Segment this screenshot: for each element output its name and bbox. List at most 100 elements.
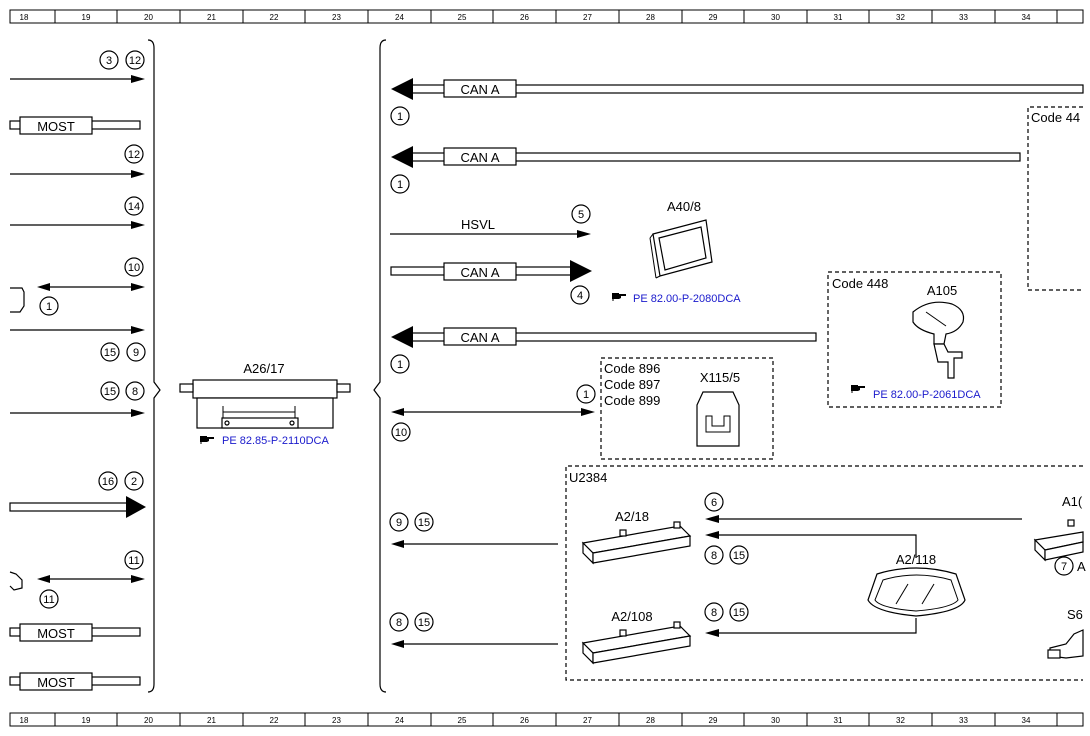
circle-marker	[98, 471, 118, 491]
ruler-label: 19	[82, 716, 91, 725]
circle-marker	[99, 50, 119, 70]
ruler-label: 34	[1022, 716, 1031, 725]
circle-marker	[576, 384, 596, 404]
reference-link[interactable]: PE 82.00-P-2061DCA	[873, 389, 981, 401]
selector-lever-icon	[912, 301, 965, 379]
arrow-head-icon	[37, 283, 50, 291]
component-label: A2/118	[896, 552, 936, 567]
control-unit-icon	[179, 379, 351, 429]
code-label: Code 448	[832, 276, 888, 291]
can-bus-box	[443, 262, 517, 281]
arrow-head-icon	[391, 540, 404, 548]
right-group-bracket	[373, 39, 387, 693]
component-label: X115/5	[700, 370, 740, 385]
ruler-label: 28	[646, 13, 655, 22]
ruler-label: 21	[207, 13, 216, 22]
ruler-label: 31	[834, 716, 843, 725]
arrow-head-icon	[705, 515, 719, 523]
most-bus-label: MOST	[37, 626, 75, 641]
circle-label: 8	[711, 607, 717, 619]
component-label: A2/108	[611, 609, 652, 624]
can-bus-box	[443, 147, 517, 166]
circle-marker	[126, 342, 146, 362]
circle-marker	[704, 545, 724, 565]
ruler-label: 23	[332, 716, 341, 725]
circle-marker	[414, 612, 434, 632]
can-bus-label: CAN A	[460, 82, 499, 97]
arrow-head-icon	[131, 575, 145, 583]
code-label: Code 44	[1031, 110, 1080, 125]
component-label: A40/8	[667, 199, 701, 214]
arrow-head-icon	[570, 260, 592, 282]
ruler-label: 21	[207, 716, 216, 725]
circle-label: 16	[102, 476, 114, 488]
circle-label: 9	[133, 347, 139, 359]
circle-marker	[390, 354, 410, 374]
circle-marker	[390, 106, 410, 126]
circle-marker	[390, 174, 410, 194]
circle-marker	[391, 422, 411, 442]
arrow-head-icon	[131, 221, 145, 229]
bus-line	[9, 502, 129, 512]
circle-label: 7	[1061, 561, 1067, 573]
unit-group-box	[565, 465, 1083, 681]
circle-marker	[704, 602, 724, 622]
circle-label: 11	[43, 594, 54, 606]
circle-label: 10	[128, 262, 140, 274]
component-icon	[10, 287, 25, 313]
arrow-head-icon	[131, 409, 145, 417]
most-bus-box	[19, 623, 93, 642]
can-bus-label: CAN A	[460, 265, 499, 280]
circle-label: 1	[397, 179, 403, 191]
sensor-module-icon	[1033, 519, 1084, 562]
arrow-head-icon	[391, 640, 404, 648]
arrow-head-icon	[131, 170, 145, 178]
reference-icon	[850, 384, 866, 394]
most-bus-box	[19, 672, 93, 691]
ruler-label: 18	[20, 716, 29, 725]
signal-line	[712, 534, 917, 558]
ruler-label: 30	[771, 13, 780, 22]
ruler-label: 25	[458, 716, 467, 725]
circle-label: 14	[128, 201, 140, 213]
ruler-label: 32	[896, 13, 905, 22]
arrow-head-icon	[131, 326, 145, 334]
circle-marker	[125, 381, 145, 401]
circle-marker	[414, 512, 434, 532]
component-label: A2/18	[615, 509, 649, 524]
reference-link[interactable]: PE 82.85-P-2110DCA	[222, 435, 329, 447]
circle-marker	[100, 381, 120, 401]
circle-label: 3	[106, 55, 112, 67]
circle-marker	[124, 257, 144, 277]
ruler-label: 24	[395, 716, 404, 725]
circle-label: 8	[711, 550, 717, 562]
arrow-head-icon	[391, 326, 413, 348]
arrow-head-icon	[577, 230, 591, 238]
signal-label: HSVL	[461, 217, 495, 232]
circle-marker	[729, 545, 749, 565]
circle-marker	[125, 50, 145, 70]
switch-icon	[1047, 629, 1084, 659]
circle-marker	[389, 512, 409, 532]
ruler-label: 25	[458, 13, 467, 22]
ruler-label: 27	[583, 13, 592, 22]
circle-marker	[389, 612, 409, 632]
circle-label: 1	[397, 359, 403, 371]
socket-icon	[696, 391, 740, 447]
circle-label: 1	[583, 389, 589, 401]
circle-label: 8	[396, 617, 402, 629]
ruler-label: 34	[1022, 13, 1031, 22]
unit-label: U2384	[569, 470, 607, 485]
code-group-box	[600, 357, 774, 460]
circle-label: 15	[418, 517, 430, 529]
component-label: A26/17	[243, 361, 284, 376]
component-label: A105	[927, 283, 957, 298]
most-bus-label: MOST	[37, 675, 75, 690]
circle-marker	[124, 144, 144, 164]
arrow-head-icon	[391, 408, 404, 416]
circle-label: 10	[395, 427, 407, 439]
ruler-label: 20	[144, 13, 153, 22]
ruler-label: 32	[896, 716, 905, 725]
circle-label: 9	[396, 517, 402, 529]
reference-link[interactable]: PE 82.00-P-2080DCA	[633, 293, 741, 305]
